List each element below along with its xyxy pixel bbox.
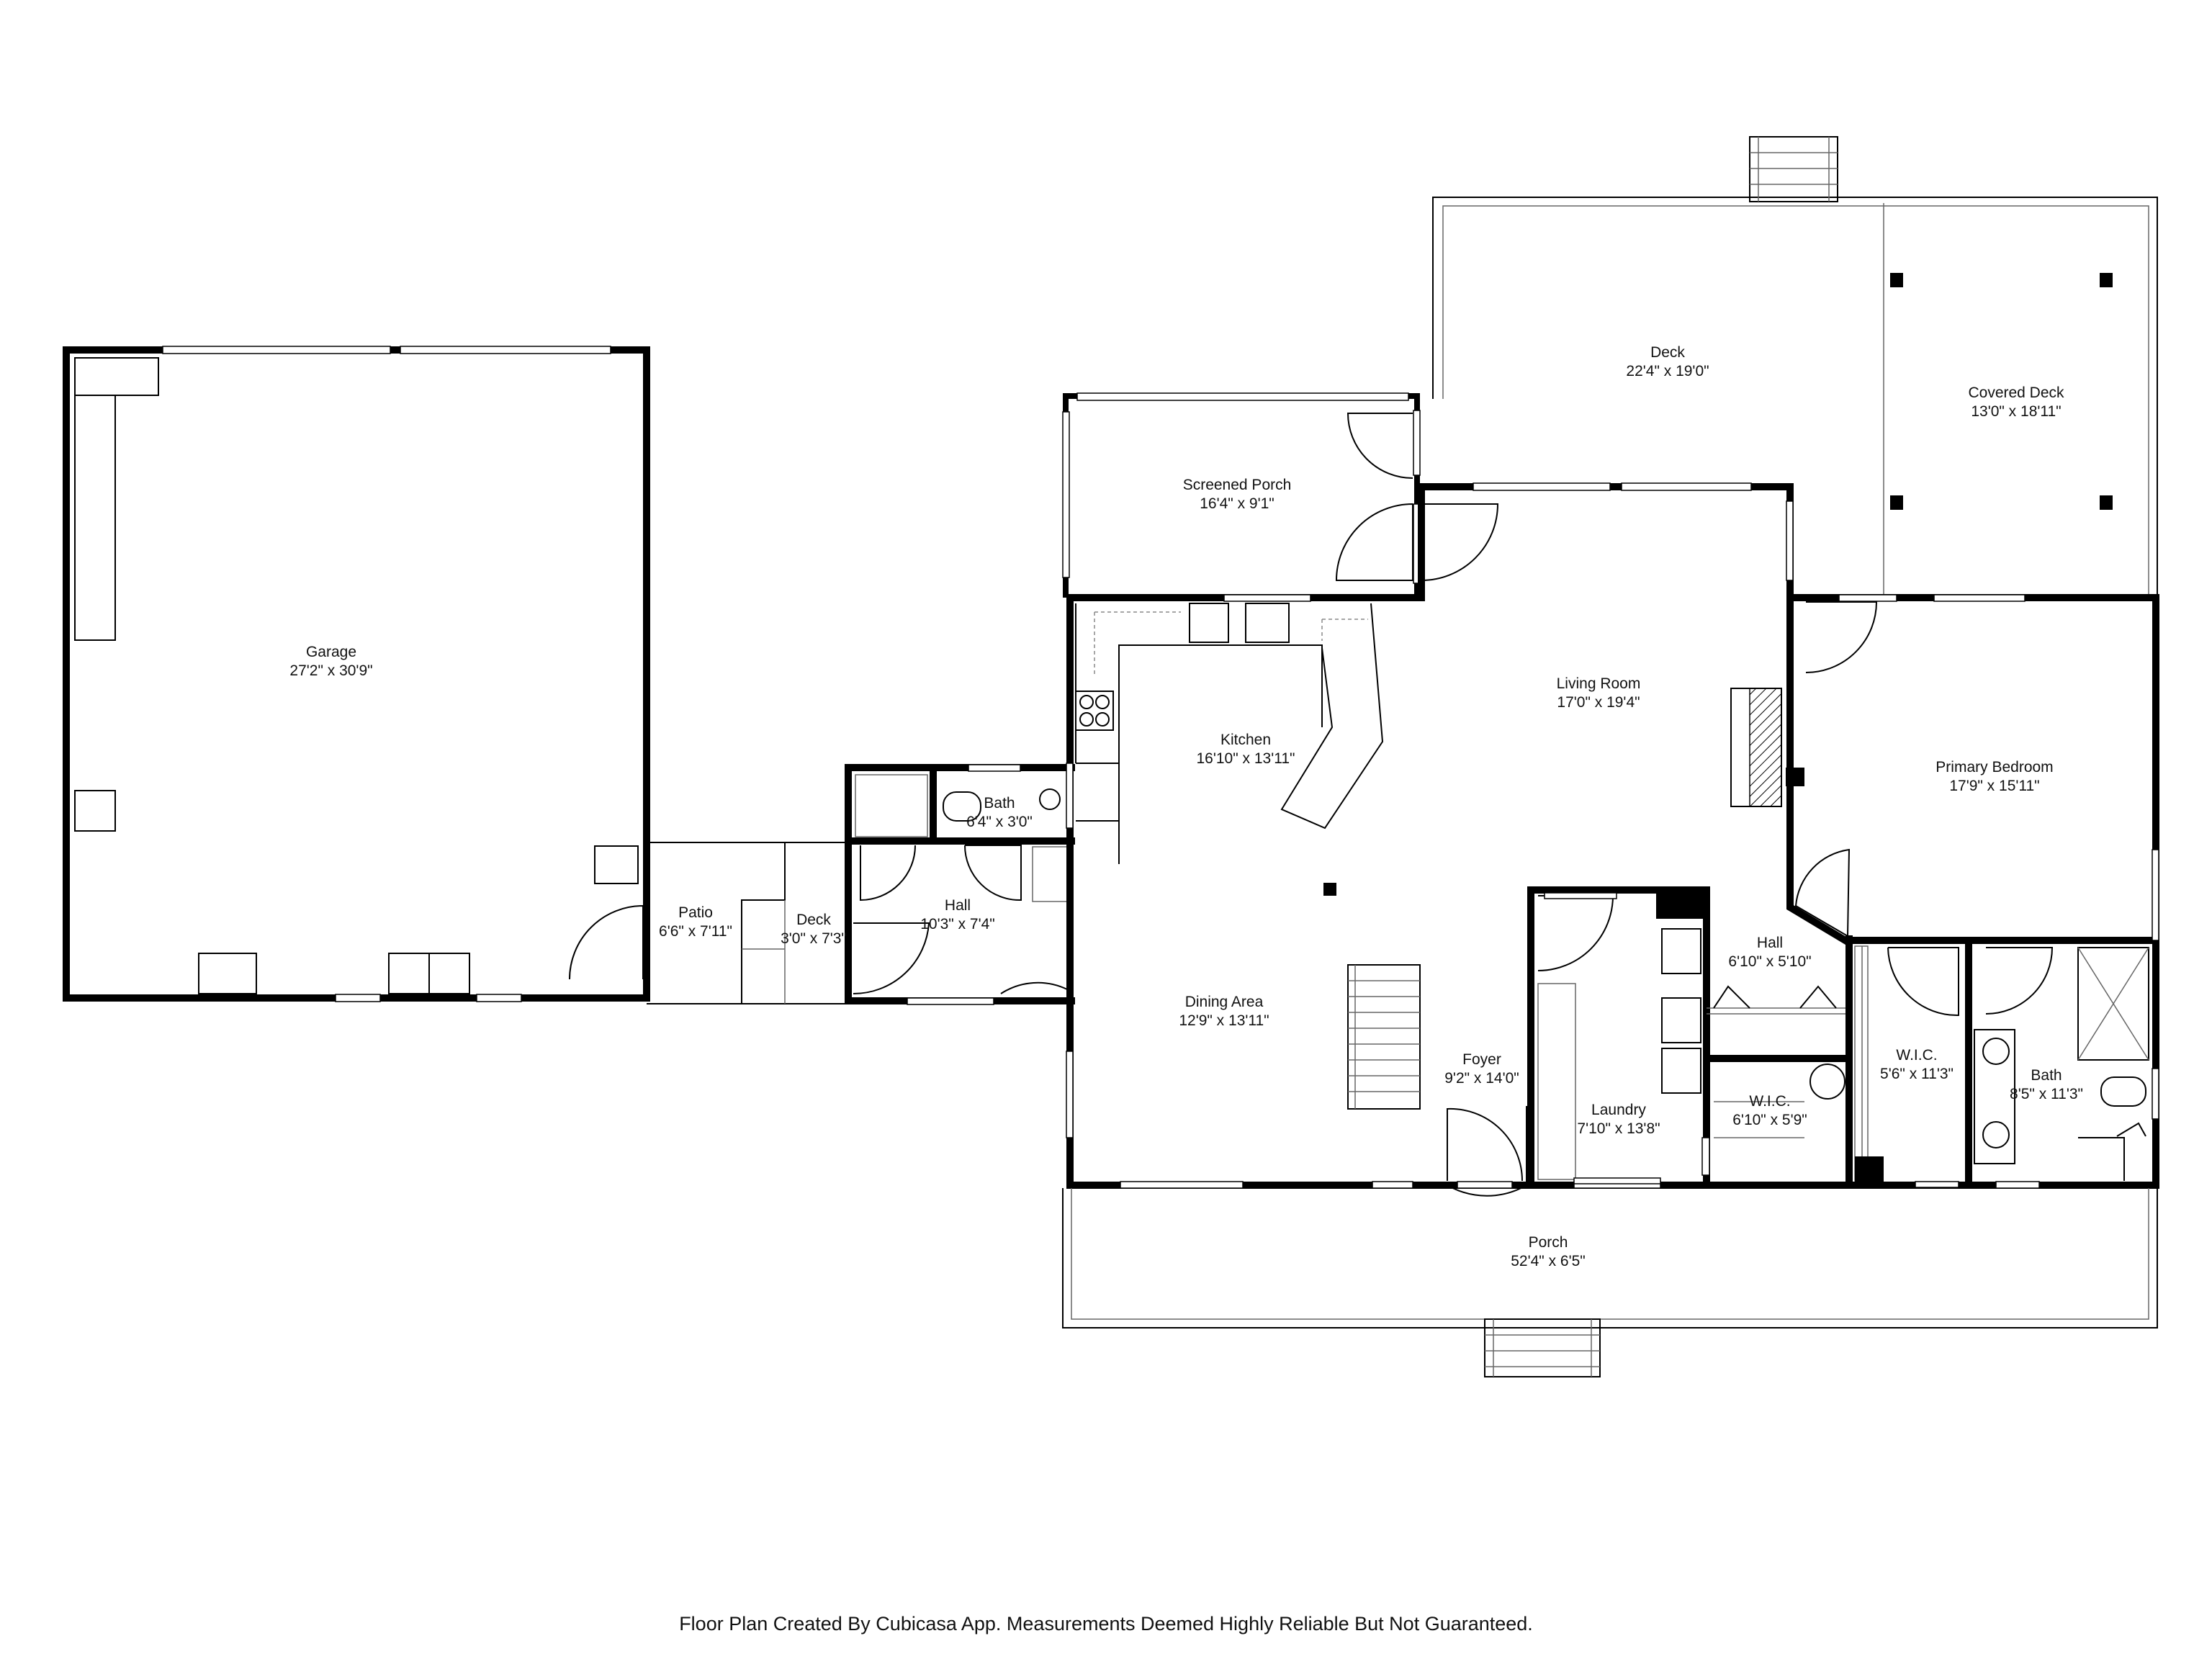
deck-structure: [1432, 136, 2158, 595]
dining-area-size: 12'9" x 13'11": [1179, 1012, 1269, 1029]
hall-west-name: Hall: [945, 897, 971, 914]
garage-size: 27'2" x 30'9": [289, 662, 372, 679]
laundry-name: Laundry: [1591, 1102, 1646, 1118]
screened-porch-structure: [1062, 392, 1499, 598]
wic-hall-name: W.I.C.: [1749, 1093, 1790, 1110]
porch-name: Porch: [1529, 1234, 1568, 1251]
porch-size: 52'4" x 6'5": [1511, 1253, 1586, 1269]
patio-deck-structure: [647, 842, 850, 1004]
room-labels: Garage 27'2" x 30'9" Patio 6'6" x 7'11" …: [289, 344, 2083, 1269]
primary-bedroom-name: Primary Bedroom: [1936, 759, 2053, 775]
deck-size: 22'4" x 19'0": [1626, 363, 1709, 379]
wic-primary-name: W.I.C.: [1896, 1047, 1937, 1064]
hall-east-size: 6'10" x 5'10": [1728, 953, 1811, 970]
bath-half-size: 6'4" x 3'0": [966, 814, 1033, 830]
garage-structure: [63, 346, 650, 1002]
porch-structure: [1062, 1188, 2158, 1377]
laundry-size: 7'10" x 13'8": [1577, 1120, 1660, 1137]
deck-small-name: Deck: [796, 912, 831, 928]
screened-porch-size: 16'4" x 9'1": [1200, 495, 1274, 512]
bath-primary-size: 8'5" x 11'3": [2010, 1086, 2083, 1102]
patio-name: Patio: [678, 904, 713, 921]
kitchen-size: 16'10" x 13'11": [1197, 750, 1295, 767]
dining-area-name: Dining Area: [1185, 994, 1264, 1010]
wic-primary-size: 5'6" x 11'3": [1880, 1066, 1954, 1082]
bath-half-name: Bath: [984, 795, 1015, 811]
patio-size: 6'6" x 7'11": [659, 923, 732, 940]
garage-name: Garage: [306, 644, 356, 660]
primary-bedroom-size: 17'9" x 15'11": [1949, 778, 2039, 794]
living-room-size: 17'0" x 19'4": [1557, 694, 1640, 711]
west-hall-structure: [845, 764, 1075, 1005]
screened-porch-name: Screened Porch: [1183, 477, 1292, 493]
deck-small-size: 3'0" x 7'3": [781, 930, 847, 947]
living-room-name: Living Room: [1557, 675, 1641, 692]
main-house-structure: [1066, 482, 2159, 1197]
hall-west-size: 10'3" x 7'4": [920, 916, 995, 932]
covered-deck-name: Covered Deck: [1968, 385, 2064, 401]
foyer-size: 9'2" x 14'0": [1444, 1070, 1519, 1087]
covered-deck-size: 13'0" x 18'11": [1971, 403, 2061, 420]
deck-name: Deck: [1650, 344, 1685, 361]
bath-primary-name: Bath: [2031, 1067, 2062, 1084]
kitchen-name: Kitchen: [1220, 732, 1271, 748]
disclaimer-footer: Floor Plan Created By Cubicasa App. Meas…: [679, 1613, 1533, 1635]
foyer-name: Foyer: [1462, 1051, 1501, 1068]
hall-east-name: Hall: [1757, 935, 1783, 951]
wic-hall-size: 6'10" x 5'9": [1732, 1112, 1807, 1128]
